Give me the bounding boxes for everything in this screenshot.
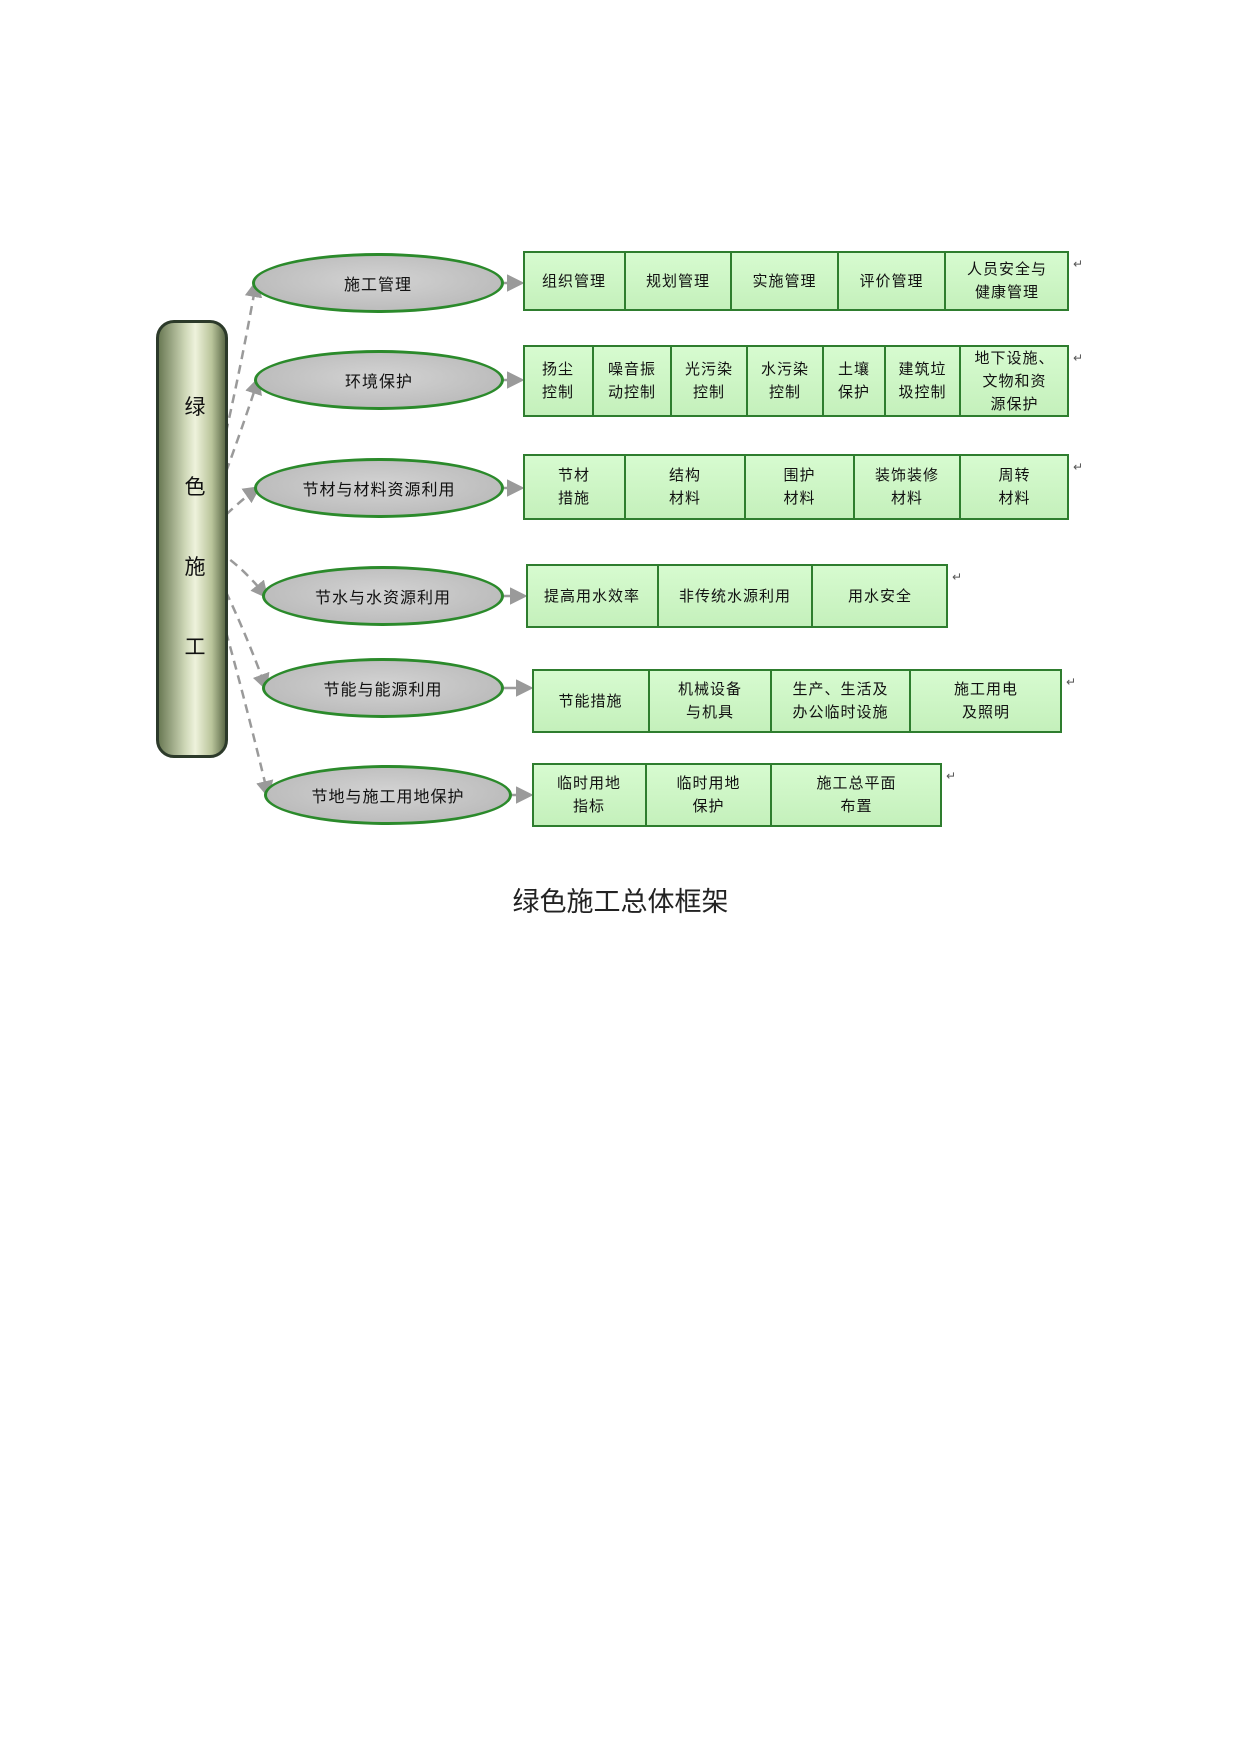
paragraph-mark: ↵ bbox=[1073, 460, 1084, 474]
paragraph-mark: ↵ bbox=[952, 570, 963, 584]
item-box: 光污染 控制 bbox=[671, 345, 747, 417]
paragraph-mark: ↵ bbox=[1073, 351, 1084, 365]
branch-node: 节地与施工用地保护 bbox=[264, 765, 512, 825]
branch-node: 节材与材料资源利用 bbox=[254, 458, 504, 518]
item-box: 水污染 控制 bbox=[747, 345, 823, 417]
item-box: 非传统水源利用 bbox=[658, 564, 812, 628]
root-char-4: 工 bbox=[184, 635, 206, 659]
paragraph-mark: ↵ bbox=[1066, 675, 1077, 689]
item-box: 施工总平面 布置 bbox=[771, 763, 942, 827]
item-box: 围护 材料 bbox=[745, 454, 854, 520]
root-connector bbox=[203, 551, 270, 692]
item-box: 装饰装修 材料 bbox=[854, 454, 960, 520]
item-box: 实施管理 bbox=[731, 251, 838, 311]
root-node: 绿 色 施 工 bbox=[156, 320, 228, 758]
item-box: 评价管理 bbox=[838, 251, 945, 311]
item-box: 噪音振 动控制 bbox=[593, 345, 671, 417]
paragraph-mark: ↵ bbox=[946, 769, 957, 783]
figure-caption: 绿色施工总体框架 bbox=[512, 887, 729, 918]
item-box: 生产、生活及 办公临时设施 bbox=[771, 669, 910, 733]
item-box: 地下设施、 文物和资 源保护 bbox=[960, 345, 1069, 417]
item-box: 机械设备 与机具 bbox=[649, 669, 771, 733]
root-connector bbox=[203, 559, 274, 799]
root-char-1: 绿 bbox=[184, 395, 206, 419]
item-box: 周转 材料 bbox=[960, 454, 1069, 520]
item-box: 临时用地 保护 bbox=[646, 763, 771, 827]
item-box: 用水安全 bbox=[812, 564, 948, 628]
item-box: 节能措施 bbox=[532, 669, 649, 733]
item-box: 提高用水效率 bbox=[526, 564, 658, 628]
item-box: 组织管理 bbox=[523, 251, 625, 311]
item-box: 人员安全与 健康管理 bbox=[945, 251, 1069, 311]
item-box: 建筑垃 圾控制 bbox=[885, 345, 960, 417]
item-box: 规划管理 bbox=[625, 251, 731, 311]
branch-node: 施工管理 bbox=[252, 253, 504, 313]
item-box: 土壤 保护 bbox=[823, 345, 885, 417]
item-box: 施工用电 及照明 bbox=[910, 669, 1062, 733]
root-char-3: 施 bbox=[184, 555, 206, 579]
item-box: 扬尘 控制 bbox=[523, 345, 593, 417]
branch-node: 节能与能源利用 bbox=[262, 658, 504, 718]
branch-node: 环境保护 bbox=[254, 350, 504, 410]
item-box: 临时用地 指标 bbox=[532, 763, 646, 827]
root-char-2: 色 bbox=[184, 475, 206, 499]
paragraph-mark: ↵ bbox=[1073, 257, 1084, 271]
item-box: 节材 措施 bbox=[523, 454, 625, 520]
item-box: 结构 材料 bbox=[625, 454, 745, 520]
branch-node: 节水与水资源利用 bbox=[262, 566, 504, 626]
